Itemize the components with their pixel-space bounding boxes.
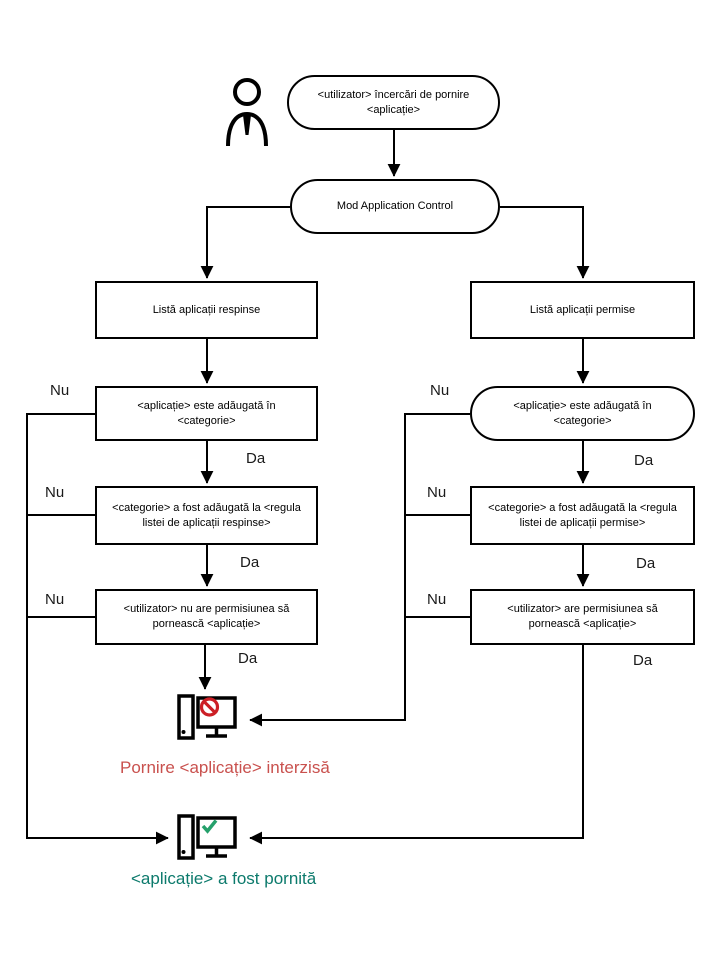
node-application-control-mode: Mod Application Control [290,179,500,234]
edge-label-yes: Da [636,555,656,572]
node-allow-category-check: <aplicație> este adăugată în <categorie> [470,386,695,441]
node-deny-category-check: <aplicație> este adăugată în <categorie> [95,386,318,441]
connector-mode-denylist [200,206,290,279]
node-allow-permission-check: <utilizator> are permisiunea să porneasc… [470,589,695,645]
denied-outcome-text: Pornire <aplicație> interzisă [120,758,330,777]
edge-label-no: Nu [45,484,65,501]
edge-label-no: Nu [50,382,70,399]
edge-label-yes: Da [246,450,266,467]
connector-mode-allowlist [500,206,590,279]
edge-label-no: Nu [427,591,447,608]
node-allowlist: Listă aplicații permise [470,281,695,339]
connector-right-nu-collector [249,413,470,727]
node-denylist: Listă aplicații respinse [95,281,318,339]
node-start-attempt: <utilizator> încercări de pornire <aplic… [287,75,500,130]
started-outcome-text: <aplicație> a fost pornită [131,869,317,888]
connector-allowperm-started [249,645,584,845]
node-deny-permission-check: <utilizator> nu are permisiunea să porne… [95,589,318,645]
check-mark [201,819,218,834]
edge-label-yes: Da [633,652,653,669]
edge-label-yes: Da [634,452,654,469]
computer-denied-icon [176,692,238,748]
edge-label-yes: Da [240,554,260,571]
user-icon [225,76,269,148]
computer-started-icon [176,812,238,868]
edge-label-yes: Da [238,650,258,667]
edge-label-no: Nu [45,591,65,608]
node-deny-rule-check: <categorie> a fost adăugată la <regula l… [95,486,318,545]
node-allow-rule-check: <categorie> a fost adăugată la <regula l… [470,486,695,545]
edge-label-no: Nu [430,382,450,399]
edge-label-no: Nu [427,484,447,501]
prohibition-sign [199,697,220,717]
